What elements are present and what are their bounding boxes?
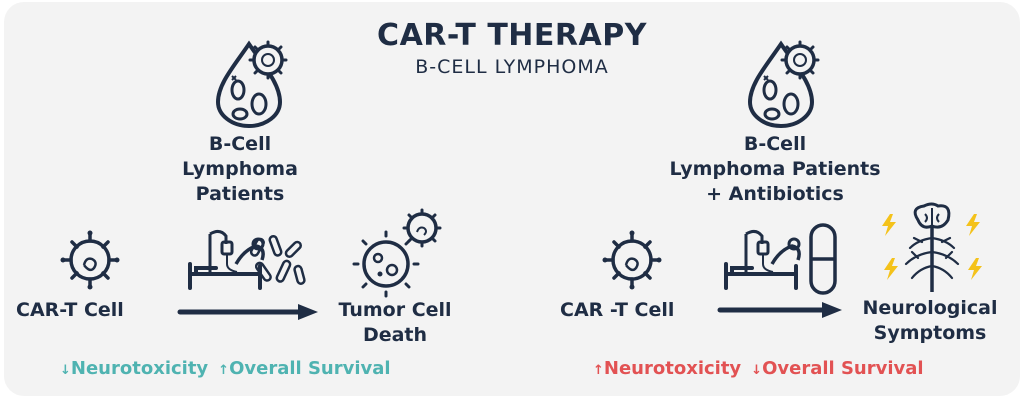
down-arrow-icon: ↓ [60, 363, 71, 378]
bacteria-icon [249, 234, 306, 285]
lightning-icon [882, 214, 896, 236]
arrow-left [177, 304, 318, 320]
up-arrow-icon: ↑ [593, 363, 604, 378]
outcome-item: ↓Overall Survival [751, 358, 923, 379]
patients-line: Lymphoma Patients [669, 158, 881, 180]
patients-label-left: B-Cell Lymphoma Patients [160, 132, 320, 207]
patients-line: + Antibiotics [706, 183, 844, 205]
outcome-text: Neurotoxicity [603, 358, 742, 379]
patients-line: Patients [195, 183, 285, 205]
result-line: Death [362, 324, 428, 346]
result-line: Symptoms [873, 322, 987, 344]
hospital-bed-icon [724, 229, 801, 290]
patients-line: B-Cell [208, 133, 272, 155]
brain-nerves-icon [904, 202, 960, 292]
tumor-cell-icon [352, 208, 442, 298]
neurological-symptoms-label: Neurological Symptoms [845, 296, 1015, 346]
outcome-text: Overall Survival [229, 358, 391, 379]
outcome-row-left: ↓Neurotoxicity ↑Overall Survival [60, 358, 401, 379]
lightning-icon [968, 258, 982, 280]
result-line: Tumor Cell [338, 299, 452, 321]
up-arrow-icon: ↑ [218, 363, 230, 378]
blood-drop-icon [215, 40, 288, 128]
diagram-card [4, 2, 1020, 396]
diagram-subtitle: B-CELL LYMPHOMA [415, 56, 609, 78]
outcome-text: Overall Survival [762, 358, 924, 379]
outcome-item: ↑Neurotoxicity [593, 358, 741, 379]
patients-label-right: B-Cell Lymphoma Patients + Antibiotics [650, 132, 900, 207]
diagram-title: CAR-T THERAPY [377, 18, 647, 53]
down-arrow-icon: ↓ [751, 363, 763, 378]
lightning-icon [884, 258, 898, 280]
outcome-item: ↑Overall Survival [218, 358, 390, 379]
outcome-item: ↓Neurotoxicity [60, 358, 208, 379]
cart-cell-label-right: CAR -T Cell [560, 299, 675, 321]
result-line: Neurological [862, 297, 998, 319]
virus-cell-icon [602, 230, 662, 290]
outcome-text: Neurotoxicity [70, 358, 209, 379]
patients-line: Lymphoma [182, 158, 298, 180]
cart-cell-label-left: CAR-T Cell [16, 299, 124, 321]
outcome-row-right: ↑Neurotoxicity ↓Overall Survival [593, 358, 934, 379]
virus-cell-icon [60, 230, 120, 290]
tumor-cell-death-label: Tumor Cell Death [320, 298, 470, 348]
hospital-bed-icon [188, 229, 265, 290]
lightning-icon [966, 214, 980, 236]
arrow-right [717, 302, 842, 318]
blood-drop-icon [747, 40, 820, 128]
pill-capsule-icon [809, 223, 837, 295]
patients-line: B-Cell [743, 133, 807, 155]
